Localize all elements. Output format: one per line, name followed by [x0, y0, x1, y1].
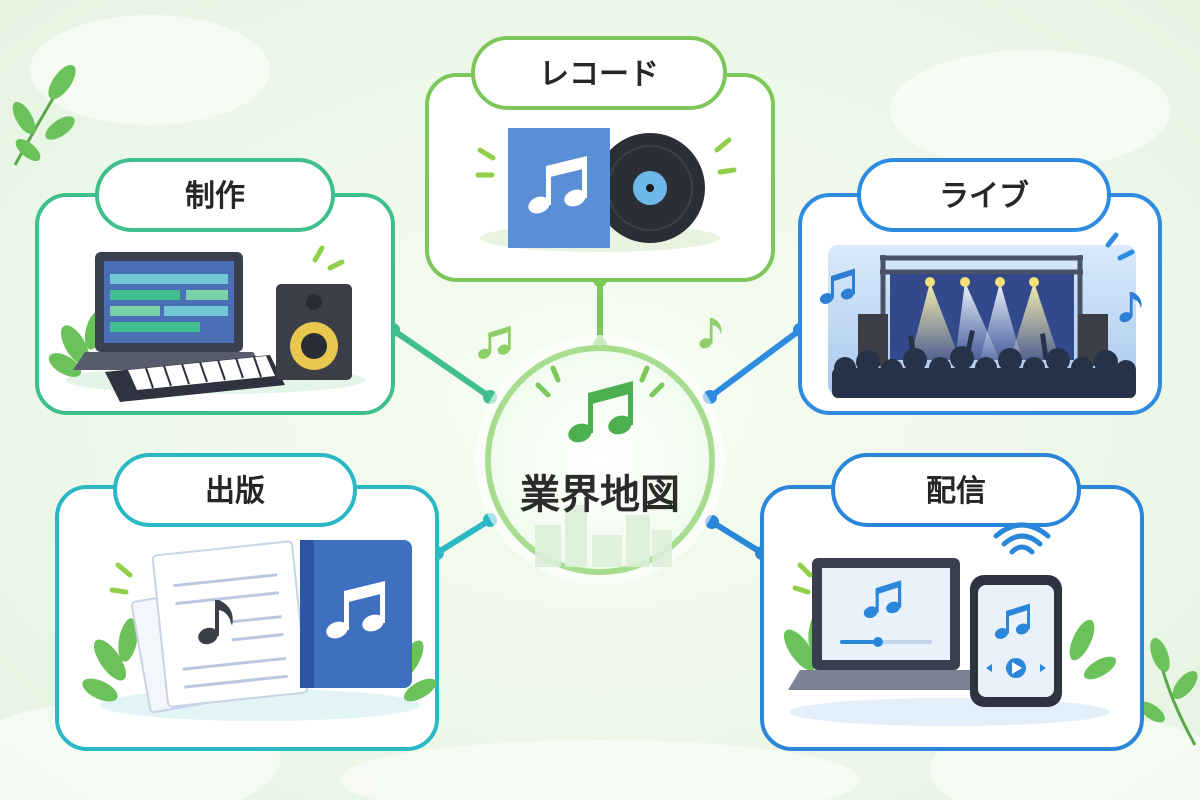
- node-live[interactable]: ライブ: [798, 158, 1162, 415]
- speaker-icon: [276, 284, 352, 380]
- music-note-icon: [326, 581, 385, 639]
- smartphone-player-icon: [970, 575, 1062, 707]
- center-title: 業界地図: [520, 472, 680, 518]
- connector-live: [707, 327, 803, 400]
- music-note-icon: [198, 600, 233, 645]
- stage-truss: [880, 255, 1083, 370]
- stage-lights-beams: [910, 282, 1060, 360]
- center-hub: 業界地図: [475, 335, 725, 585]
- publishing-illustration: [82, 540, 437, 721]
- node-label: レコード: [539, 57, 659, 92]
- node-production[interactable]: 制作: [35, 158, 395, 415]
- production-illustration: [48, 245, 365, 402]
- laptop-daw-icon: [73, 252, 265, 370]
- crowd-silhouettes: [832, 330, 1136, 398]
- music-note-icon: [819, 268, 855, 304]
- node-publishing[interactable]: 出版: [55, 453, 440, 751]
- record-illustration: [475, 128, 737, 252]
- node-record[interactable]: レコード: [425, 36, 775, 282]
- songbook-icon: [300, 540, 412, 688]
- connector-production: [390, 327, 493, 400]
- hub-sparkle-lines: [535, 365, 665, 398]
- sheet-music-stack-icon: [130, 540, 309, 714]
- music-note-icon: [994, 603, 1030, 639]
- connector-publishing: [434, 517, 493, 556]
- music-note-icon: [863, 580, 902, 619]
- music-note-icon: [478, 325, 511, 359]
- album-sleeve-icon: [508, 128, 610, 248]
- node-distribution[interactable]: 配信: [760, 453, 1144, 751]
- wifi-signal-icon: [993, 522, 1051, 555]
- connector-lines: [390, 277, 803, 556]
- node-label: 制作: [185, 179, 245, 214]
- connector-distribution: [709, 519, 765, 556]
- music-note-icon: [699, 318, 722, 349]
- leaf-decoration-top-left: [12, 64, 76, 166]
- keyboard-icon: [105, 355, 285, 402]
- music-note-icon: [568, 381, 633, 443]
- floating-music-notes: [478, 318, 722, 359]
- laptop-player-icon: [788, 558, 984, 690]
- music-note-icon: [1119, 292, 1142, 323]
- city-skyline-decoration: [535, 505, 672, 567]
- distribution-illustration: [783, 522, 1117, 726]
- live-stage-illustration: [819, 232, 1142, 398]
- music-note-icon: [528, 156, 587, 214]
- node-label: ライブ: [939, 179, 1029, 214]
- node-label: 出版: [205, 474, 265, 509]
- node-label: 配信: [926, 474, 986, 509]
- leaf-decoration-bottom-right: [1139, 637, 1198, 746]
